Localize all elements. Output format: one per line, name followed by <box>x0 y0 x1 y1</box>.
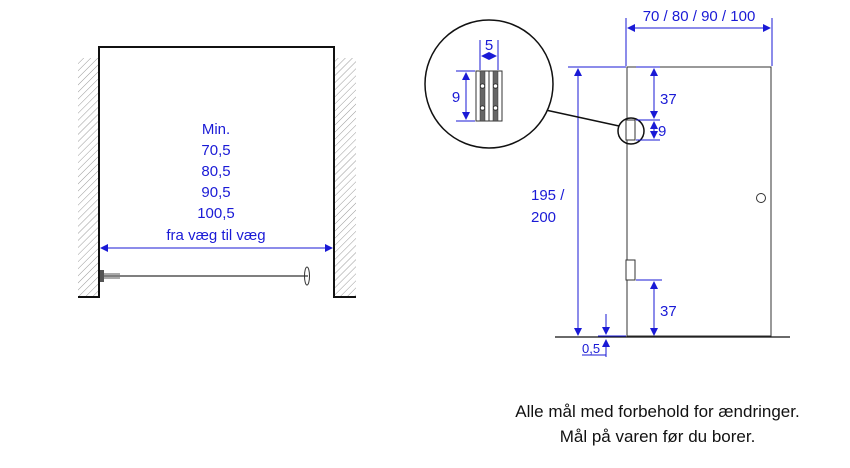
detail-leader-line <box>540 108 620 127</box>
plan-outline <box>78 46 356 298</box>
door-panel <box>626 66 772 337</box>
label-min: Min. <box>202 121 230 138</box>
plan-view: Min. 70,5 80,5 90,5 100,5 fra væg til væ… <box>78 46 356 298</box>
detail-height-label: 9 <box>452 89 460 106</box>
wall-bracket-plan <box>100 270 104 282</box>
width-option-2: 80,5 <box>201 163 230 180</box>
elevation-view: 70 / 80 / 90 / 100 195 / 200 37 9 37 0,5 <box>531 8 790 357</box>
label-wall-to-wall: fra væg til væg <box>166 227 265 244</box>
width-option-4: 100,5 <box>197 205 235 222</box>
width-option-1: 70,5 <box>201 142 230 159</box>
height-label-1: 195 / <box>531 187 565 204</box>
left-wall-hatch <box>78 58 99 298</box>
top-hinge-offset-label: 37 <box>660 91 677 108</box>
door-knob <box>756 193 766 203</box>
hinge-highlight-circle <box>617 117 645 145</box>
disclaimer-line-2: Mål på varen før du borer. <box>559 427 756 446</box>
detail-width-label: 5 <box>485 37 493 54</box>
bottom-hinge-offset-label: 37 <box>660 303 677 320</box>
width-option-3: 90,5 <box>201 184 230 201</box>
height-label-2: 200 <box>531 209 556 226</box>
bottom-hinge <box>625 259 636 281</box>
hinge-height-label: 9 <box>658 123 666 140</box>
handle-plan <box>304 266 310 286</box>
hinge-detail: 5 9 <box>424 19 554 149</box>
floor-gap-label: 0,5 <box>582 341 600 356</box>
top-hinge <box>625 119 636 141</box>
disclaimer-line-1: Alle mål med forbehold for ændringer. <box>515 402 800 421</box>
right-wall-hatch <box>335 58 356 298</box>
top-width-label: 70 / 80 / 90 / 100 <box>643 8 756 25</box>
